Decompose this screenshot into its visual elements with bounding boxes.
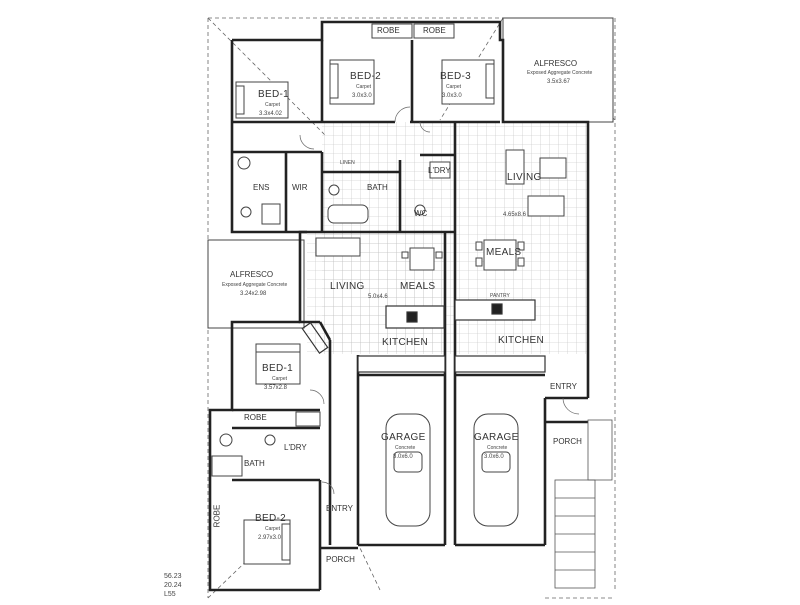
entry-right-label: ENTRY <box>550 382 577 391</box>
edge-number-3: L55 <box>164 591 176 598</box>
porch-left-label: PORCH <box>326 555 355 564</box>
room-garage-right-label: GARAGE <box>474 432 519 443</box>
room-bed1-lower-sub: Carpet <box>272 376 288 382</box>
edge-number-2: 20.24 <box>164 582 182 589</box>
robe-mid-label: ROBE <box>244 413 267 422</box>
room-alfresco-left-label: ALFRESCO <box>230 270 274 279</box>
room-alfresco-top-dims: 3.5x3.67 <box>547 79 571 85</box>
room-alfresco-top-sub: Exposed Aggregate Concrete <box>527 70 593 76</box>
room-alfresco-left-sub: Exposed Aggregate Concrete <box>222 282 288 288</box>
entry-steps <box>554 419 613 589</box>
entry-left-label: ENTRY <box>326 504 353 513</box>
wir-label: WIR <box>292 183 308 192</box>
room-garage-left-label: GARAGE <box>381 432 426 443</box>
room-bed2-lower-sub: Carpet <box>265 526 281 532</box>
room-meals-unit-label: MEALS <box>400 281 436 292</box>
room-kitchen-unit-label: KITCHEN <box>382 337 428 348</box>
linen-label: LINEN <box>340 160 355 166</box>
main-walls <box>208 20 590 592</box>
room-alfresco-top-label: ALFRESCO <box>534 59 578 68</box>
porch-right-label: PORCH <box>553 437 582 446</box>
room-bed1-top-sub: Carpet <box>265 102 281 108</box>
room-bed2-top-sub: Carpet <box>356 84 372 90</box>
ldry-top-label: L'DRY <box>428 166 451 175</box>
room-bed1-top-dims: 3.3x4.02 <box>259 111 283 117</box>
ldry-bottom-label: L'DRY <box>284 443 307 452</box>
pantry-label: PANTRY <box>490 293 510 299</box>
room-garage-right-dims: 3.0x6.0 <box>484 454 504 460</box>
room-bed3-sub: Carpet <box>446 84 462 90</box>
room-bed2-top-label: BED-2 <box>350 71 381 82</box>
room-bed1-top-label: BED-1 <box>258 89 289 100</box>
room-meals-main-label: MEALS <box>486 247 522 258</box>
robe-top-right-label: ROBE <box>423 26 446 35</box>
room-garage-right-sub: Concrete <box>487 445 508 451</box>
bath-top-label: BATH <box>367 183 388 192</box>
room-kitchen-main-label: KITCHEN <box>498 335 544 346</box>
room-bed2-lower-label: BED-2 <box>255 513 286 524</box>
room-bed2-lower-dims: 2.97x3.0 <box>258 535 282 541</box>
robe-vertical-label: ROBE <box>212 504 222 528</box>
kitchen-benches <box>301 299 546 373</box>
room-bed1-lower-label: BED-1 <box>262 363 293 374</box>
wc-label: WC <box>414 209 428 218</box>
room-living-unit-label: LIVING <box>330 281 365 292</box>
ens-label: ENS <box>253 183 270 192</box>
alfresco-outlines <box>207 17 614 329</box>
room-bed1-lower-dims: 3.57x2.8 <box>264 385 288 391</box>
furniture <box>211 23 567 565</box>
room-alfresco-left-dims: 3.24x2.98 <box>240 291 267 297</box>
robe-top-left-label: ROBE <box>377 26 400 35</box>
door-swings <box>299 106 580 495</box>
room-bed3-dims: 3.0x3.0 <box>442 93 462 99</box>
room-bed3-label: BED-3 <box>440 71 471 82</box>
room-living-main-dims: 4.65x8.6 <box>503 212 527 218</box>
room-bed2-top-dims: 3.0x3.0 <box>352 93 372 99</box>
bath-bottom-label: BATH <box>244 459 265 468</box>
room-garage-left-sub: Concrete <box>395 445 416 451</box>
room-meals-unit-dims: 5.0x4.6 <box>368 294 388 300</box>
room-living-main-label: LIVING <box>507 172 542 183</box>
edge-number-1: 56.23 <box>164 573 182 580</box>
room-garage-left-dims: 3.0x6.0 <box>393 454 413 460</box>
